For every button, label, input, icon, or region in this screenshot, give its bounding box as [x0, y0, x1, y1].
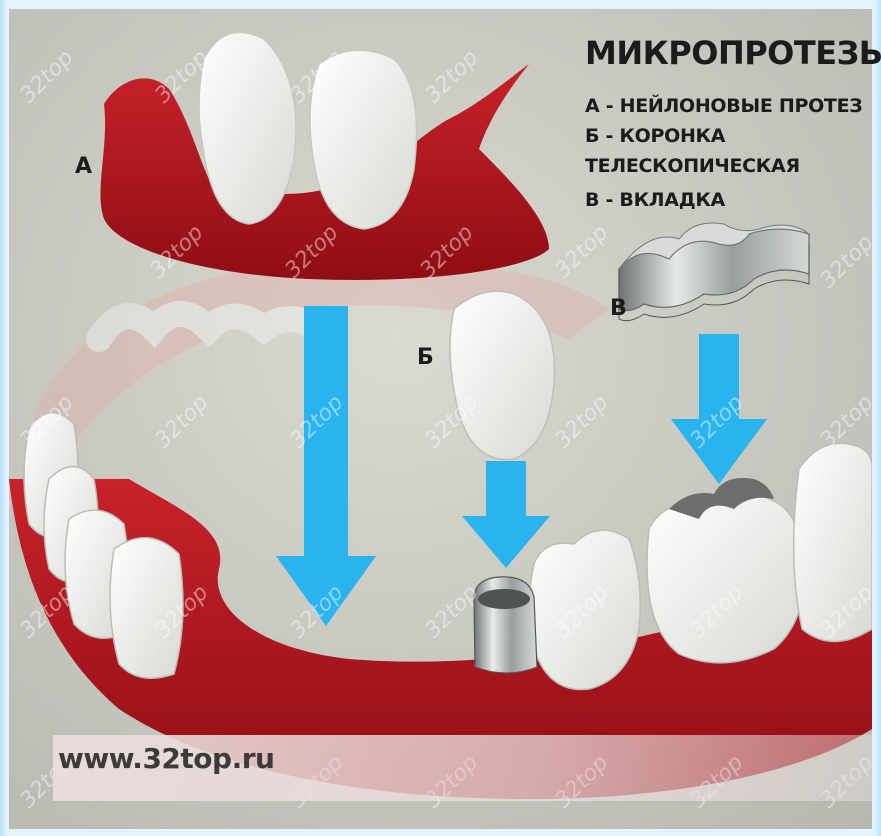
legend-item-b: Б - КОРОНКА: [585, 125, 725, 147]
legend-item-b-cont: ТЕЛЕСКОПИЧЕСКАЯ: [585, 155, 800, 177]
metal-abutment: [474, 577, 537, 673]
diagram-title: МИКРОПРОТЕЗЫ: [585, 34, 881, 72]
callout-v: В: [610, 296, 627, 321]
illustration-art: 32top 32top 32top 32top 32top 32top 32to…: [9, 9, 872, 829]
dental-illustration: 32top 32top 32top 32top 32top 32top 32to…: [9, 9, 872, 829]
website-url: www.32top.ru: [58, 742, 274, 775]
callout-b: Б: [417, 345, 434, 370]
legend-item-v: В - ВКЛАДКА: [585, 189, 725, 211]
legend-item-a: А - НЕЙЛОНОВЫЕ ПРОТЕЗ: [585, 95, 862, 117]
callout-a: А: [75, 154, 92, 179]
